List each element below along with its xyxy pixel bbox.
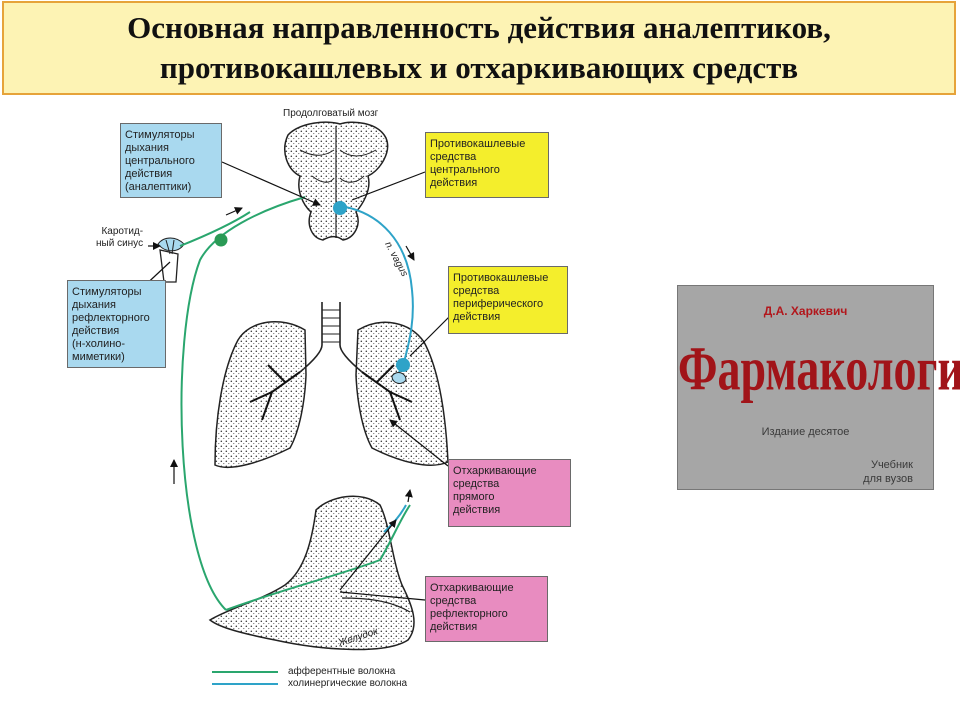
carotid-sinus-label: Каротид- ный синус xyxy=(96,226,144,249)
box-line: дыхания xyxy=(125,142,169,154)
box-line: средства xyxy=(430,151,477,163)
medulla-oblongata-shape xyxy=(284,121,389,241)
stomach-shape xyxy=(208,495,415,651)
textbook-cover: Д.А. Харкевич Фармакология Издание десят… xyxy=(677,285,960,490)
medulla-label: Продолговатый мозг xyxy=(283,108,379,119)
box-line: действия xyxy=(430,177,478,189)
box-line: Противокашлевые xyxy=(453,272,549,284)
box-line: средства xyxy=(430,595,477,607)
box-line: (аналептики) xyxy=(125,181,192,193)
direct-expectorant-box: Отхаркивающие средства прямого действия xyxy=(448,459,571,527)
central-antitussive-box: Противокашлевые средства центрального де… xyxy=(425,132,549,198)
trachea-shape xyxy=(299,302,363,373)
box-line: центрального xyxy=(430,164,500,176)
book-author: Д.А. Харкевич xyxy=(763,304,848,318)
book-title: Фармакология xyxy=(678,334,960,403)
legend-afferent-label: афферентные волокна xyxy=(288,666,396,677)
box-line: (н-холино- xyxy=(72,338,126,350)
book-subtitle-line-2: для вузов xyxy=(863,473,913,485)
box-line: действия xyxy=(72,325,120,337)
receptor-dot-medulla xyxy=(333,201,347,215)
box-line: Отхаркивающие xyxy=(430,582,514,594)
book-edition: Издание десятое xyxy=(761,426,850,438)
box-line: Стимуляторы xyxy=(72,286,142,298)
box-line: средства xyxy=(453,285,500,297)
box-line: рефлекторного xyxy=(430,608,508,620)
title-line-2: противокашлевых и отхаркивающих средств xyxy=(159,50,799,85)
reflex-stimulators-box: Стимуляторы дыхания рефлекторного действ… xyxy=(67,280,166,368)
box-line: действия xyxy=(125,168,173,180)
box-line: Стимуляторы xyxy=(125,129,195,141)
box-line: прямого xyxy=(453,491,495,503)
box-line: миметики) xyxy=(72,351,125,363)
receptor-dot-lung xyxy=(396,358,410,372)
box-line: рефлекторного xyxy=(72,312,150,324)
box-line: действия xyxy=(430,621,478,633)
title-line-1: Основная направленность действия аналепт… xyxy=(127,10,831,45)
afferent-fibers xyxy=(179,196,411,611)
box-line: действия xyxy=(453,311,501,323)
lungs-shape xyxy=(214,320,449,469)
legend-cholinergic-label: холинергические волокна xyxy=(288,678,408,689)
reflex-expectorant-box: Отхаркивающие средства рефлекторного дей… xyxy=(425,576,548,642)
box-line: действия xyxy=(453,504,501,516)
box-line: дыхания xyxy=(72,299,116,311)
box-line: средства xyxy=(453,478,500,490)
slide-title: Основная направленность действия аналепт… xyxy=(127,8,831,88)
box-line: Отхаркивающие xyxy=(453,465,537,477)
book-subtitle: Учебник для вузов xyxy=(863,458,913,486)
box-line: центрального xyxy=(125,155,195,167)
book-subtitle-line-1: Учебник xyxy=(870,459,913,471)
box-line: периферического xyxy=(453,298,544,310)
receptor-dot-green xyxy=(214,233,228,247)
peripheral-antitussive-box: Противокашлевые средства периферического… xyxy=(448,266,568,334)
central-stimulators-box: Стимуляторы дыхания центрального действи… xyxy=(120,123,222,198)
box-line: Противокашлевые xyxy=(430,138,526,150)
carotid-sinus-shape xyxy=(157,237,185,283)
title-box: Основная направленность действия аналепт… xyxy=(2,1,956,95)
